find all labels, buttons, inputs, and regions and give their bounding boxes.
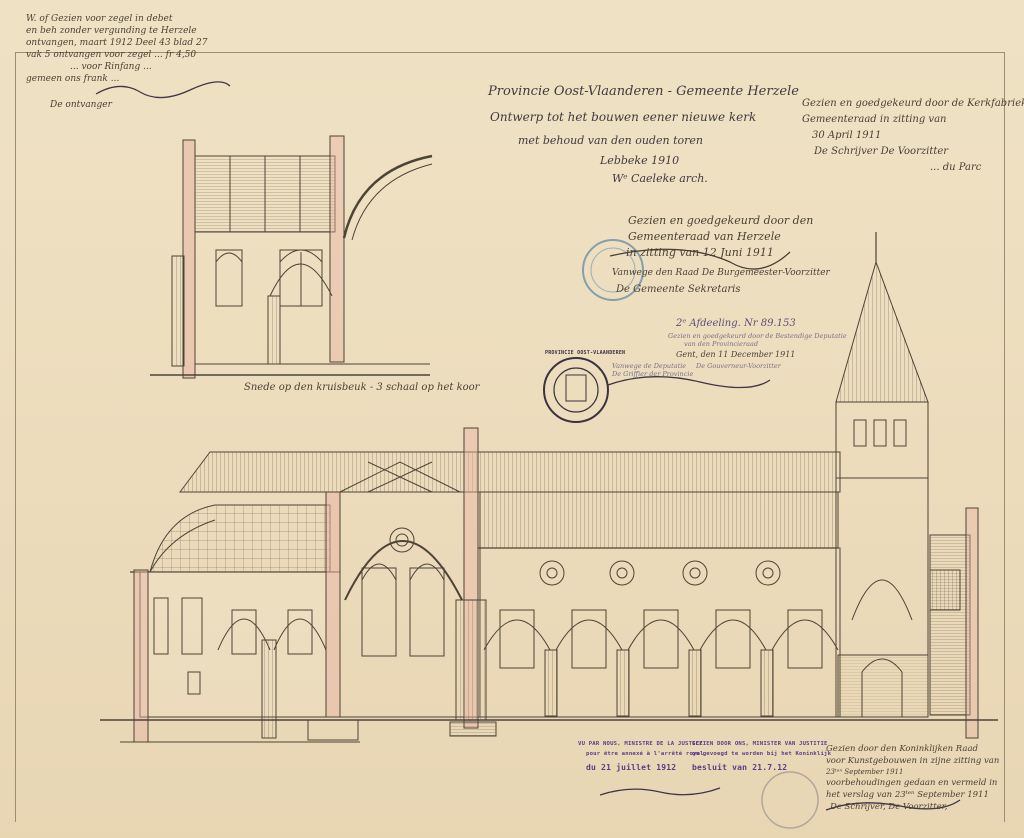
title-place-date: Lebbeke 1910 [600,154,680,167]
commission-note-5: het verslag van 23ᵗᵉⁿ September 1911 [826,790,989,800]
justice-stamp-line-3: du 21 juillet 1912 [586,763,677,772]
justice-stamp-line-2: pour être annexé à l'arrêté royal [586,751,704,757]
top-left-note-5: ... voor Rinfang ... [70,62,152,72]
cross-section [150,135,433,379]
justitie-stamp-line-2: om gevoegd te worden bij het Koninklijk [692,751,832,757]
title-line-1: Provincie Oost-Vlaanderen - Gemeente Her… [488,84,799,99]
justitie-stamp-line-3: besluit van 21.7.12 [692,763,788,772]
province-seal-text: PROVINCIE OOST-VLAANDEREN [545,350,626,356]
approval-province-3: van den Provincieraad [684,340,758,348]
title-line-3: met behoud van den ouden toren [518,134,703,147]
top-left-note-3: ontvangen, maart 1912 Deel 43 blad 27 [26,38,208,48]
commission-note-2: voor Kunstgebouwen in zijne zitting van [826,756,1000,766]
approval-council-4: Vanwege den Raad De Burgemeester-Voorzit… [612,268,830,278]
approval-province-7: De Griffier der Provincie [612,370,694,378]
title-architect: Wᵉ Caeleke arch. [612,172,708,185]
approval-province-6: Vanwege de Deputatie [612,362,687,370]
border-right [1004,52,1005,822]
church-elevation [100,232,998,743]
approval-right-3: 30 April 1911 [812,130,882,141]
approval-province-5: De Gouverneur-Voorzitter [696,362,781,370]
approval-province-4: Gent, den 11 December 1911 [676,350,796,359]
commission-note-4: voorbehoudingen gedaan en vermeld in [826,778,998,788]
top-left-note-7: De ontvanger [50,100,112,110]
approval-right-1: Gezien en goedgekeurd door de Kerkfabrie… [802,98,1024,109]
section-caption: Snede op den kruisbeuk - 3 schaal op het… [244,382,480,393]
border-left [15,52,16,822]
approval-council-3: in zitting van 12 Juni 1911 [626,246,774,259]
signatures [95,81,961,811]
approval-right-2: Gemeenteraad in zitting van [802,114,947,125]
approval-council-1: Gezien en goedgekeurd door den [628,214,814,227]
border-top [15,52,1005,53]
approval-right-4: De Schrijver De Voorzitter [814,146,949,157]
commission-note-3: 23ᵗᵉⁿ September 1911 [826,768,904,776]
commission-note-1: Gezien door den Koninklijken Raad [826,744,978,754]
commission-note-6: De Schrijver, De Voorzitter, [830,802,948,812]
justitie-stamp-line-1: GEZIEN DOOR ONS, MINISTER VAN JUSTITIE [692,741,828,747]
top-left-note-1: W. of Gezien voor zegel in debet [26,14,173,24]
approval-province-1: 2ᵉ Afdeeling. Nr 89.153 [676,318,796,329]
title-line-2: Ontwerp tot het bouwen eener nieuwe kerk [490,110,757,124]
approval-council-5: De Gemeente Sekretaris [616,284,741,295]
top-left-note-4: vak 5 ontvangen voor zegel ... fr 4,50 [26,50,197,60]
approval-right-5: ... du Parc [930,162,982,173]
approval-province-2: Gezien en goedgekeurd door de Bestendige… [668,332,847,340]
approval-council-2: Gemeenteraad van Herzele [628,230,781,243]
wax-seals [543,239,819,829]
top-left-note-6: gemeen ons frank ... [26,74,120,84]
justice-stamp-line-1: VU PAR NOUS, MINISTRE DE LA JUSTICE [578,741,703,747]
top-left-note-2: en beh zonder vergunding te Herzele [26,26,197,36]
